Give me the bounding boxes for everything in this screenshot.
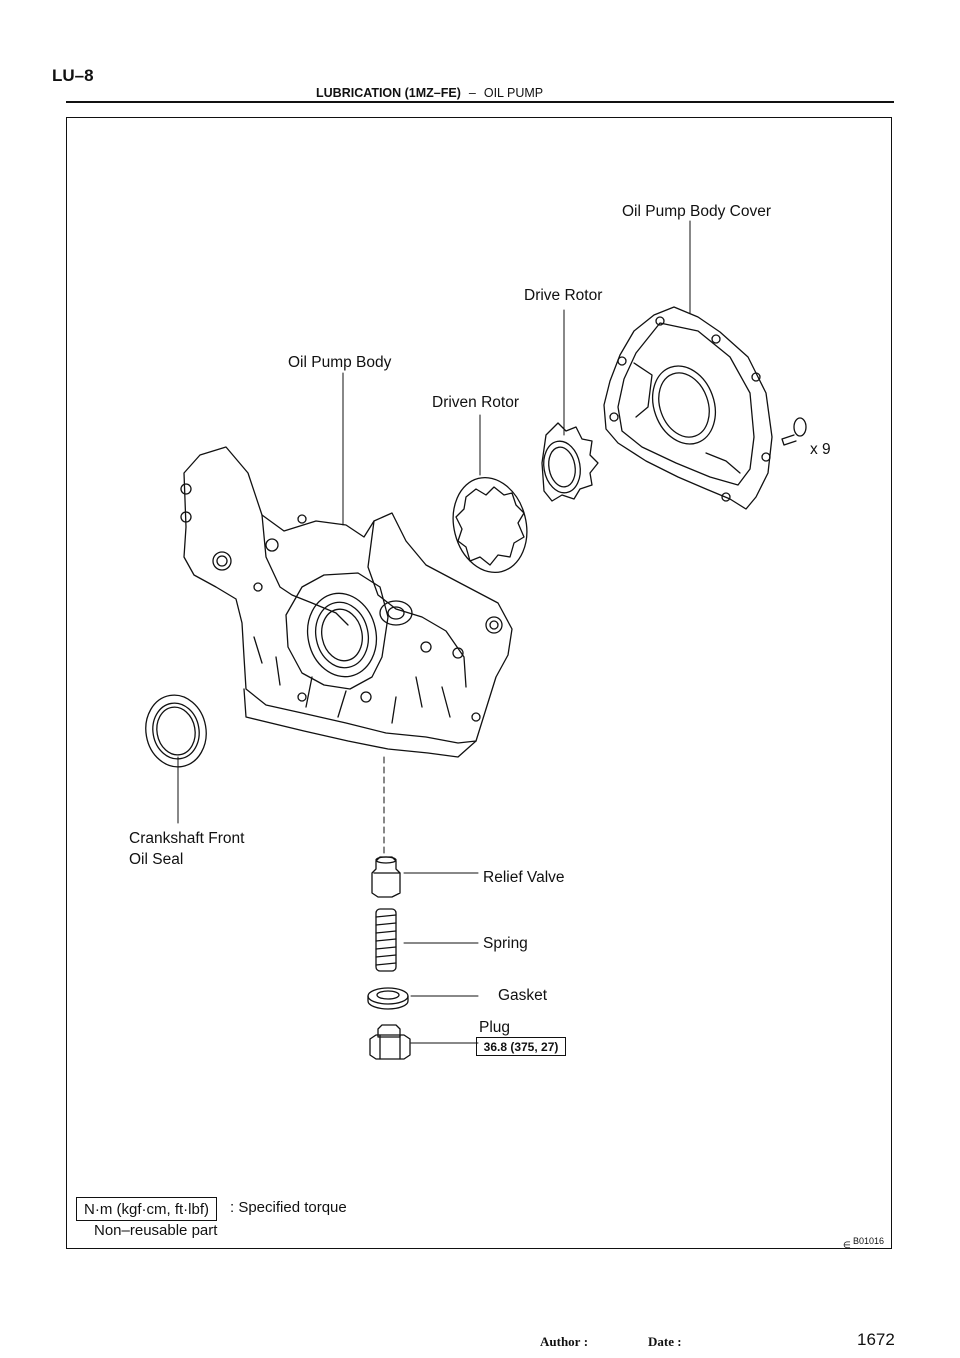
footer-author-label: Author : (540, 1334, 589, 1349)
relief-valve (371, 856, 401, 898)
footer-date-label: Date : (648, 1334, 682, 1349)
label-oil-pump-body: Oil Pump Body (288, 354, 392, 371)
label-bolt-count: x 9 (810, 441, 831, 458)
subsection-title: OIL PUMP (483, 86, 544, 100)
figure-code-mark: ∈ (843, 1240, 851, 1250)
driven-rotor (452, 476, 528, 574)
header-rule (66, 101, 894, 103)
drive-rotor (541, 422, 599, 502)
label-driven-rotor: Driven Rotor (432, 394, 519, 411)
label-drive-rotor: Drive Rotor (524, 287, 603, 304)
section-title: LUBRICATION (1MZ–FE) (316, 86, 461, 100)
bolt-icon (781, 417, 807, 446)
label-crankshaft-seal-line2: Oil Seal (129, 851, 184, 868)
header-separator: – (468, 86, 476, 100)
figure-code: B01016 (853, 1236, 885, 1246)
crankshaft-front-oil-seal (145, 694, 207, 768)
header-title: LUBRICATION (1MZ–FE)–OIL PUMP (316, 86, 543, 100)
oil-pump-body (180, 446, 513, 758)
leader-lines (177, 220, 691, 1044)
gasket (367, 987, 409, 1010)
relief-spring (375, 908, 397, 972)
footer-page-number: 1672 (857, 1330, 895, 1349)
legend-torque-desc: : Specified torque (230, 1199, 347, 1216)
legend-non-reusable: Non–reusable part (94, 1222, 218, 1239)
label-oil-pump-body-cover: Oil Pump Body Cover (622, 203, 772, 220)
label-relief-valve: Relief Valve (483, 869, 565, 886)
label-plug: Plug (479, 1019, 511, 1036)
page-code: LU–8 (52, 66, 94, 85)
label-spring: Spring (483, 935, 528, 952)
oil-pump-exploded-diagram (145, 220, 807, 1060)
plug-torque-spec: 36.8 (375, 27) (476, 1037, 566, 1056)
legend-torque-unit: N·m (kgf·cm, ft·lbf) (76, 1197, 217, 1221)
label-gasket: Gasket (498, 987, 548, 1004)
label-crankshaft-seal-line1: Crankshaft Front (129, 830, 245, 847)
diagram-frame (66, 117, 892, 1249)
oil-pump-body-cover (603, 306, 773, 510)
plug (369, 1024, 411, 1060)
